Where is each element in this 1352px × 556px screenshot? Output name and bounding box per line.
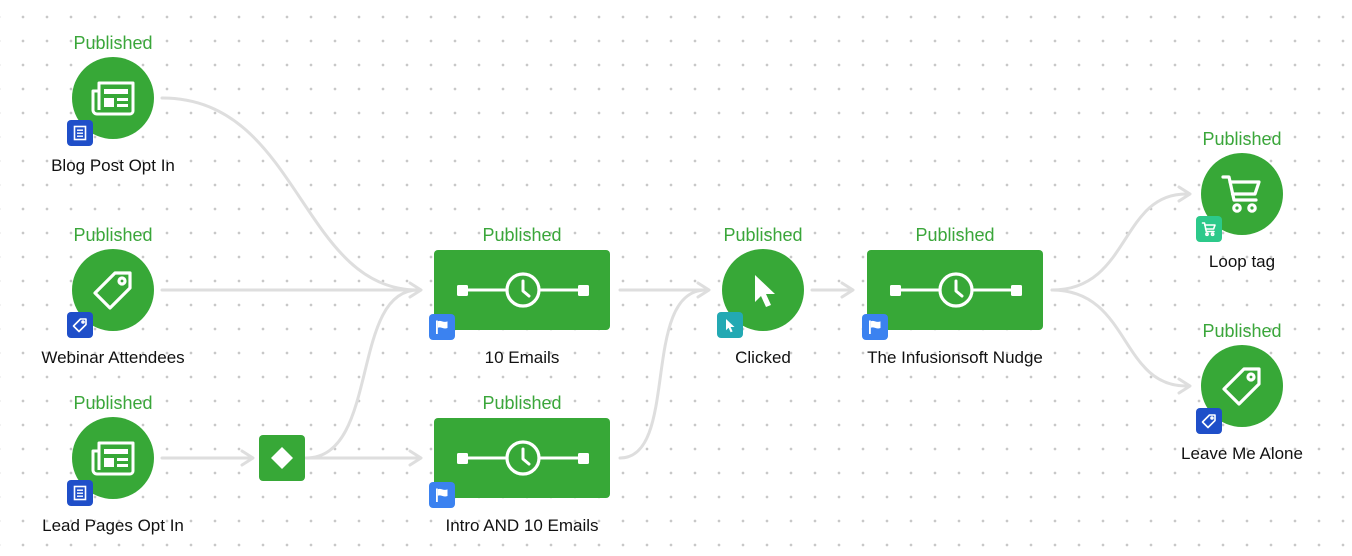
newspaper-icon	[91, 441, 135, 476]
cursor-badge	[717, 312, 743, 338]
timer-sequence-node[interactable]	[434, 418, 610, 498]
connector-nudge-to-loop-tag	[1050, 192, 1188, 292]
document-badge	[67, 120, 93, 146]
timer-sequence-icon	[457, 272, 589, 308]
tag-icon	[1222, 367, 1261, 406]
connector-nudge-to-leave-alone	[1050, 288, 1188, 388]
decision-node[interactable]	[259, 435, 305, 481]
arrowhead	[1177, 377, 1192, 395]
node-label: Loop tag	[1208, 252, 1276, 271]
arrowhead	[240, 449, 255, 467]
status-label: Published	[482, 225, 562, 245]
flag-icon	[436, 488, 448, 502]
timer-sequence-node[interactable]	[434, 250, 610, 330]
tag-badge	[67, 312, 93, 338]
node-label: Lead Pages Opt In	[42, 516, 184, 535]
node-label: Blog Post Opt In	[51, 156, 175, 175]
cursor-icon	[755, 275, 775, 307]
node-label: Intro AND 10 Emails	[445, 516, 599, 535]
node-label: The Infusionsoft Nudge	[867, 348, 1043, 367]
document-icon	[73, 125, 87, 141]
node-label: 10 Emails	[484, 348, 560, 367]
node-label: Clicked	[735, 348, 791, 367]
status-label: Published	[482, 393, 562, 413]
status-label: Published	[1202, 129, 1282, 149]
node-label: Leave Me Alone	[1181, 444, 1303, 463]
tag-icon	[1201, 414, 1216, 429]
timer-sequence-icon	[890, 272, 1022, 308]
arrowhead	[408, 281, 423, 299]
diamond-icon	[271, 447, 293, 469]
status-label: Published	[73, 225, 153, 245]
connector-blog-to-10-emails	[160, 96, 420, 292]
flag-badge	[862, 314, 888, 340]
node-label: Webinar Attendees	[41, 348, 185, 367]
cursor-icon	[726, 319, 735, 333]
status-label: Published	[73, 33, 153, 53]
timer-sequence-node[interactable]	[867, 250, 1043, 330]
status-label: Published	[73, 393, 153, 413]
arrowhead	[1177, 185, 1192, 203]
cart-badge	[1196, 216, 1222, 242]
connector-intro-to-clicked	[618, 288, 708, 460]
cart-icon	[1221, 175, 1261, 213]
arrowhead	[408, 449, 423, 467]
tag-icon	[72, 318, 87, 333]
status-label: Published	[915, 225, 995, 245]
flag-badge	[429, 482, 455, 508]
flag-icon	[436, 320, 448, 334]
tag-icon	[93, 271, 132, 310]
newspaper-icon	[91, 81, 135, 116]
status-label: Published	[723, 225, 803, 245]
flag-badge	[429, 314, 455, 340]
flag-icon	[869, 320, 881, 334]
timer-sequence-icon	[457, 440, 589, 476]
arrowhead	[696, 281, 711, 299]
status-label: Published	[1202, 321, 1282, 341]
connector-decision-to-10-emails	[304, 288, 420, 460]
document-icon	[73, 485, 87, 501]
tag-badge	[1196, 408, 1222, 434]
arrowhead	[840, 281, 855, 299]
document-badge	[67, 480, 93, 506]
cart-icon	[1201, 222, 1216, 237]
